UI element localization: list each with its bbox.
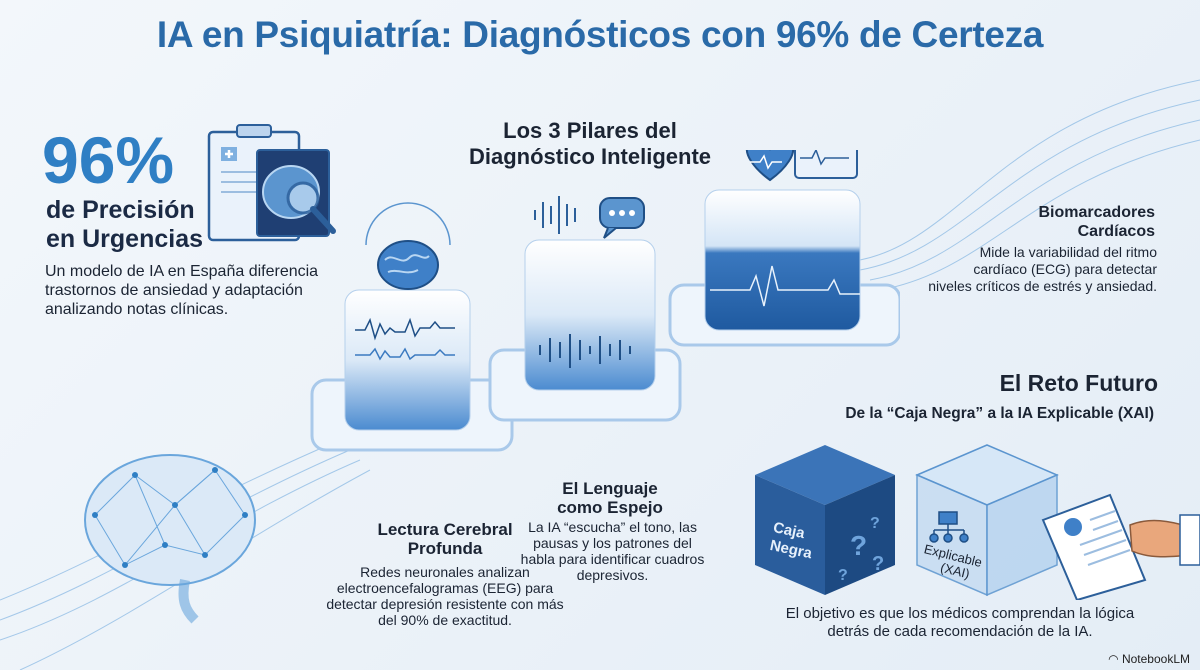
brain-icon: [365, 202, 451, 290]
pillar-title-line: Cardíacos: [1077, 223, 1155, 240]
hand-holding-report-icon: [1041, 493, 1200, 600]
question-mark-icon: ????: [838, 515, 884, 584]
pillar-ecg: [704, 189, 861, 331]
monitor-icon: [794, 150, 858, 179]
speech-bubble-icon: [599, 197, 645, 239]
pillars-heading: Los 3 Pilares del Diagnóstico Inteligent…: [440, 118, 740, 170]
decision-tree-icon: [929, 511, 969, 543]
future-subtitle: De la “Caja Negra” a la IA Explicable (X…: [845, 405, 1154, 422]
future-description: El objetivo es que los médicos comprenda…: [785, 605, 1135, 640]
pillars-illustration: [310, 150, 900, 452]
precision-label: de Precisión en Urgencias: [46, 196, 203, 254]
page-title: IA en Psiquiatría: Diagnósticos con 96% …: [156, 14, 1044, 55]
clipboard-brain-scan-icon: [207, 124, 336, 242]
explainable-label-line2: (XAI): [939, 560, 971, 582]
notebooklm-logo: ◠ NotebookLM: [1108, 652, 1190, 666]
pillar-title-line: Lectura Cerebral: [377, 520, 513, 539]
pillar-title-line: El Lenguaje: [562, 479, 658, 498]
precision-value: 96%: [42, 123, 175, 197]
notebooklm-brand: NotebookLM: [1121, 652, 1190, 666]
svg-text:?: ?: [838, 567, 848, 584]
svg-text:?: ?: [850, 530, 867, 561]
precision-label-line2: en Urgencias: [46, 225, 204, 253]
black-box-cube: Caja Negra ????: [755, 445, 895, 595]
pillar-title-line: Profunda: [407, 539, 483, 558]
neural-brain-illustration: [84, 454, 256, 624]
pillar-title-line: Biomarcadores: [1038, 204, 1156, 221]
black-box-label-line1: Caja: [772, 519, 807, 542]
pillar-description-cardiac: Mide la variabilidad del ritmo cardíaco …: [928, 244, 1157, 294]
pillar-description-language: La IA “escucha” el tono, las pausas y lo…: [520, 519, 705, 583]
precision-label-line1: de Precisión: [46, 196, 195, 224]
pillars-heading-line1: Los 3 Pilares del: [503, 118, 677, 143]
notebooklm-icon: ◠: [1108, 652, 1122, 666]
pillars-heading-line2: Diagnóstico Inteligente: [468, 144, 712, 169]
svg-text:?: ?: [872, 553, 884, 575]
pillar-title-brain: Lectura Cerebral Profunda: [330, 520, 560, 558]
heart-icon: [745, 150, 795, 182]
pillar-eeg: [344, 289, 471, 431]
pillar-title-line: como Espejo: [557, 498, 663, 517]
future-heading: El Reto Futuro: [999, 370, 1158, 396]
pillar-description-brain: Redes neuronales analizan electroencefal…: [326, 564, 564, 628]
precision-description: Un modelo de IA en España diferencia tra…: [45, 263, 319, 318]
pillar-title-cardiac: Biomarcadores Cardíacos: [1039, 203, 1156, 241]
svg-text:?: ?: [870, 515, 880, 532]
explainable-ai-cube: Explicable (XAI): [915, 444, 1059, 597]
pillar-voice: [524, 239, 656, 391]
pillar-title-language: El Lenguaje como Espejo: [510, 479, 710, 517]
